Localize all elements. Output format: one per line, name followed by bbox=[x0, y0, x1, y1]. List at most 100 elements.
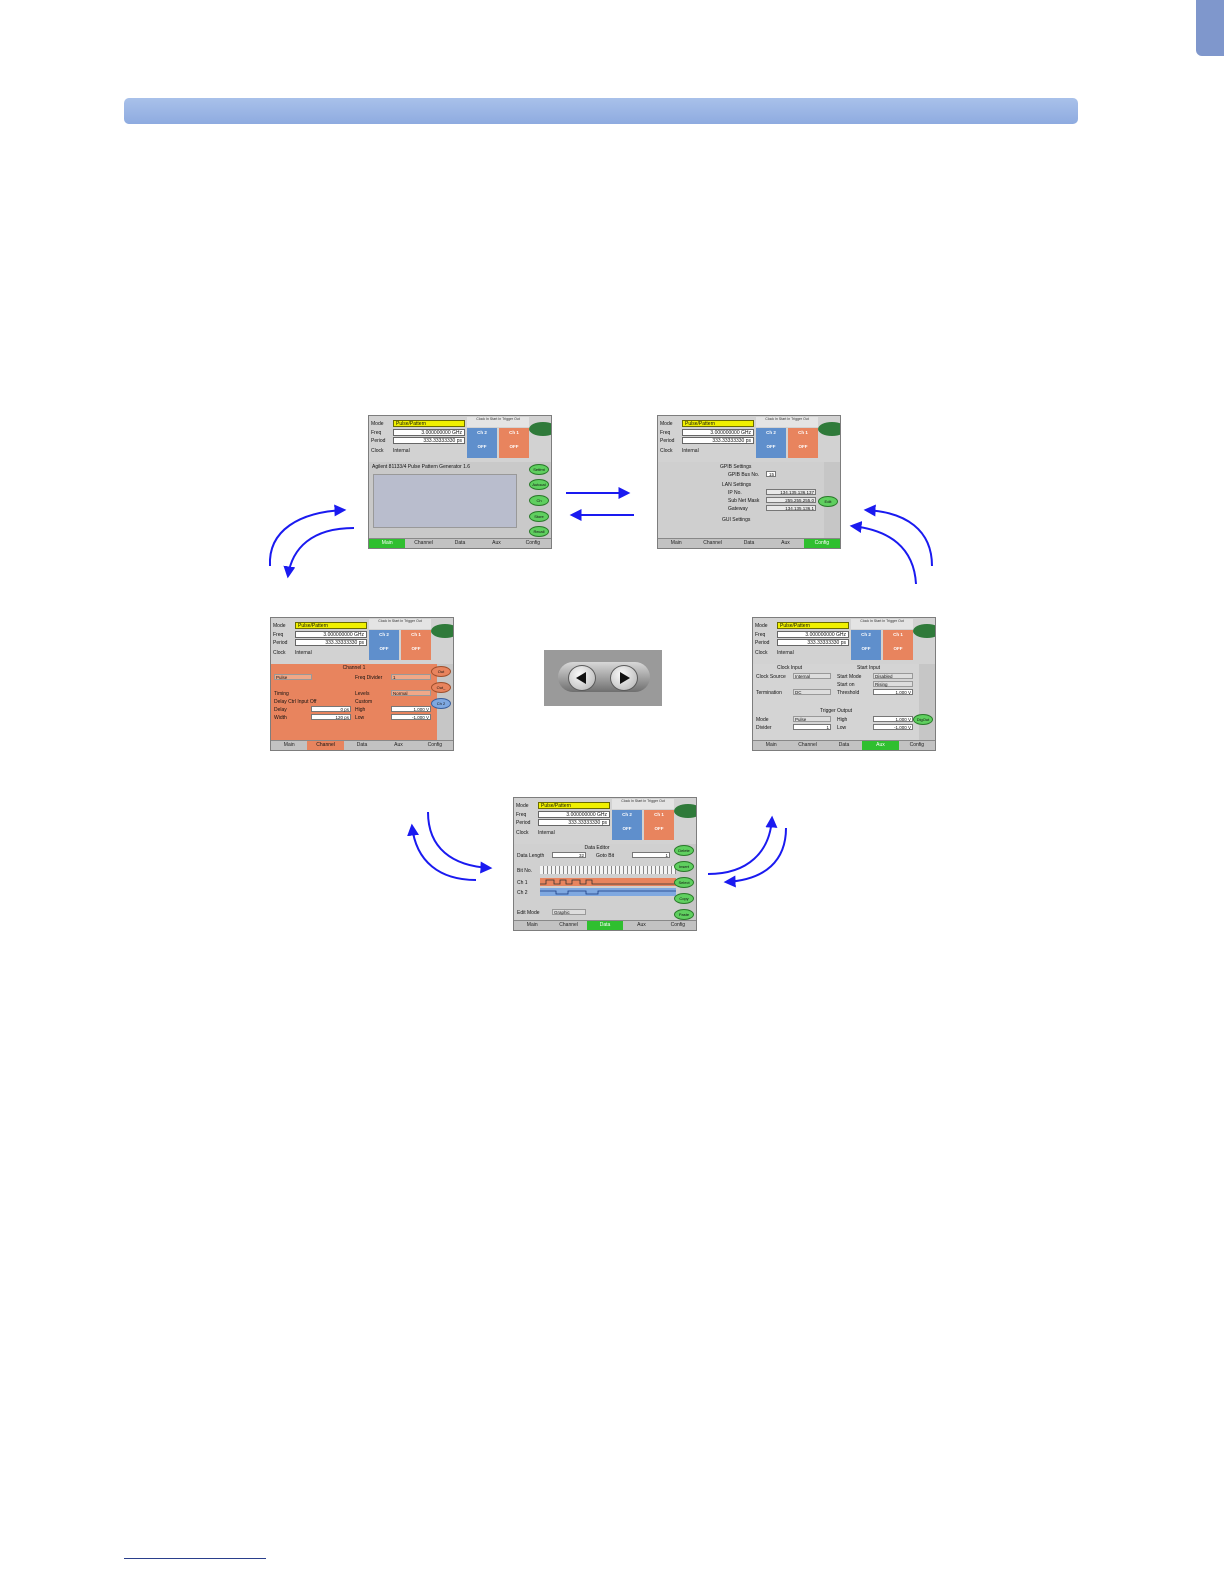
mode-select[interactable]: Pulse/Pattern bbox=[295, 622, 367, 629]
tab-channel[interactable]: Channel bbox=[414, 540, 433, 546]
mode-select[interactable]: Pulse/Pattern bbox=[777, 622, 849, 629]
tab-main[interactable]: Main bbox=[526, 922, 538, 928]
ch-button[interactable]: Ch bbox=[529, 495, 549, 506]
period-field[interactable]: 333.33333330 ps bbox=[538, 819, 610, 826]
tab-channel[interactable]: Channel bbox=[559, 922, 578, 928]
delay-field[interactable]: 0 ps bbox=[311, 706, 351, 712]
corner-indicator bbox=[431, 624, 453, 638]
trigger-low-field[interactable]: -1.000 V bbox=[873, 724, 913, 730]
trigger-mode-select[interactable]: Pulse bbox=[793, 716, 831, 722]
period-field[interactable]: 333.33333330 ps bbox=[777, 639, 849, 646]
tab-channel[interactable]: Channel bbox=[307, 741, 344, 750]
out-inverted-button[interactable]: Out_ bbox=[431, 682, 451, 693]
edit-button[interactable]: Edit bbox=[818, 496, 838, 507]
levels-select[interactable]: Normal bbox=[391, 690, 431, 696]
ch1-waveform[interactable] bbox=[540, 878, 676, 886]
period-label: Period bbox=[371, 438, 386, 444]
tab-data[interactable]: Data bbox=[356, 742, 368, 748]
tab-config[interactable]: Config bbox=[670, 922, 686, 928]
freq-field[interactable]: 3.000000000 GHz bbox=[393, 429, 465, 436]
insert-button[interactable]: Insert bbox=[674, 861, 694, 872]
tab-data[interactable]: Data bbox=[454, 540, 466, 546]
tab-config[interactable]: Config bbox=[525, 540, 541, 546]
tab-data[interactable]: Data bbox=[586, 921, 624, 930]
tab-main[interactable]: Main bbox=[670, 540, 682, 546]
data-length-field[interactable]: 32 bbox=[552, 852, 586, 858]
tab-aux[interactable]: Aux bbox=[862, 741, 899, 750]
start-mode-select[interactable]: Disabled bbox=[873, 673, 913, 679]
mode-select[interactable]: Pulse/Pattern bbox=[538, 802, 610, 809]
digout-button[interactable]: DigOut bbox=[913, 714, 933, 725]
tab-main[interactable]: Main bbox=[283, 742, 295, 748]
select-button[interactable]: Select bbox=[674, 877, 694, 888]
mode-select[interactable]: Pulse/Pattern bbox=[682, 420, 754, 427]
trigger-high-field[interactable]: 1.000 V bbox=[873, 716, 913, 722]
gpib-bus-field[interactable]: 15 bbox=[766, 471, 776, 477]
ch2-button[interactable]: Ch 2 bbox=[431, 698, 451, 709]
threshold-field[interactable]: 1.000 V bbox=[873, 689, 913, 695]
tab-main[interactable]: Main bbox=[765, 742, 777, 748]
paste-button[interactable]: Paste bbox=[674, 909, 694, 920]
clock-source-select[interactable]: Internal bbox=[793, 673, 831, 679]
width-field[interactable]: 120 ps bbox=[311, 714, 351, 720]
ch2-waveform[interactable] bbox=[540, 888, 676, 896]
freq-field[interactable]: 3.000000000 GHz bbox=[295, 631, 367, 638]
freq-field[interactable]: 3.000000000 GHz bbox=[682, 429, 754, 436]
termination-select[interactable]: DC bbox=[793, 689, 831, 695]
tab-config[interactable]: Config bbox=[803, 539, 840, 548]
freq-field[interactable]: 3.000000000 GHz bbox=[777, 631, 849, 638]
divider-label: Divider bbox=[756, 725, 772, 731]
tab-aux[interactable]: Aux bbox=[394, 742, 403, 748]
divider-field[interactable]: 1 bbox=[793, 724, 831, 730]
tab-aux[interactable]: Aux bbox=[781, 540, 790, 546]
copy-button[interactable]: Copy bbox=[674, 893, 694, 904]
tab-data[interactable]: Data bbox=[838, 742, 850, 748]
tab-aux[interactable]: Aux bbox=[492, 540, 501, 546]
channel-1-label: Ch 1 bbox=[798, 430, 808, 435]
clock-in-label: Clock In bbox=[476, 417, 489, 421]
next-tab-button[interactable] bbox=[610, 665, 638, 691]
freq-field[interactable]: 3.000000000 GHz bbox=[538, 811, 610, 818]
previous-tab-button[interactable] bbox=[568, 665, 596, 691]
tab-channel[interactable]: Channel bbox=[703, 540, 722, 546]
edit-mode-select[interactable]: Graphic bbox=[552, 909, 586, 915]
high-field[interactable]: 1.000 V bbox=[391, 706, 431, 712]
threshold-label: Threshold bbox=[837, 690, 860, 696]
delete-button[interactable]: Delete bbox=[674, 845, 694, 856]
autocal-button[interactable]: Autocal bbox=[529, 479, 549, 490]
start-on-select[interactable]: Rising bbox=[873, 681, 913, 687]
setfmt-button[interactable]: Setfmt bbox=[529, 464, 549, 475]
ip-field[interactable]: 134.135.136.137 bbox=[766, 489, 816, 495]
tab-aux[interactable]: Aux bbox=[637, 922, 646, 928]
gateway-field[interactable]: 134.135.136.1 bbox=[766, 505, 816, 511]
out-button[interactable]: Out bbox=[431, 666, 451, 677]
mask-field[interactable]: 255.255.255.0 bbox=[766, 497, 816, 503]
recall-button[interactable]: Recall bbox=[529, 526, 549, 537]
goto-bit-field[interactable]: 1 bbox=[632, 852, 670, 858]
tab-main[interactable]: Main bbox=[369, 539, 406, 548]
tab-config[interactable]: Config bbox=[909, 742, 925, 748]
tab-data[interactable]: Data bbox=[743, 540, 755, 546]
period-field[interactable]: 333.33333330 ps bbox=[682, 437, 754, 444]
freq-divider-select[interactable]: 1 bbox=[391, 674, 431, 680]
period-field[interactable]: 333.33333330 ps bbox=[393, 437, 465, 444]
mode-label: Mode bbox=[516, 803, 529, 809]
tab-channel[interactable]: Channel bbox=[798, 742, 817, 748]
period-field[interactable]: 333.33333330 ps bbox=[295, 639, 367, 646]
pulse-select[interactable]: Pulse bbox=[274, 674, 312, 680]
store-button[interactable]: Store bbox=[529, 511, 549, 522]
low-field[interactable]: -1.000 V bbox=[391, 714, 431, 720]
tab-config[interactable]: Config bbox=[427, 742, 443, 748]
mode-select[interactable]: Pulse/Pattern bbox=[393, 420, 465, 427]
main-title: Agilent 81133/4 Pulse Pattern Generator … bbox=[372, 464, 471, 470]
